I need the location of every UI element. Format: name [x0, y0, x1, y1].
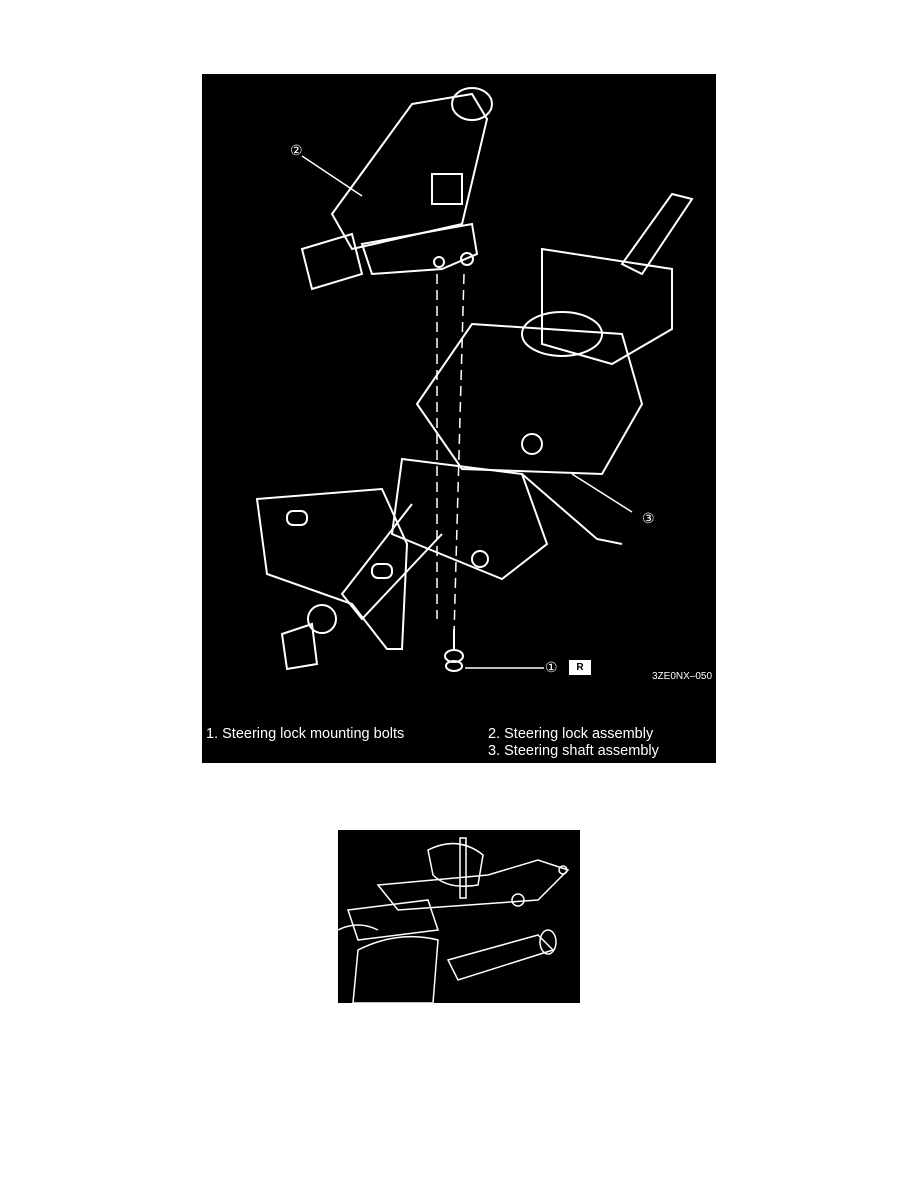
- legend-item-1: 1. Steering lock mounting bolts: [206, 726, 405, 742]
- steering-lock-assembly-drawing: [300, 87, 493, 291]
- steering-shaft-assembly-drawing: [255, 192, 694, 671]
- steering-lock-bolt-removal-photo: [338, 830, 580, 1003]
- callout-3: ③: [642, 510, 655, 526]
- figure-code: 3ZE0NX–050: [652, 671, 713, 682]
- callout-3-leader: [571, 473, 633, 513]
- replace-badge: R: [569, 660, 591, 675]
- callout-1: ①: [545, 659, 558, 675]
- callout-2: ②: [290, 142, 303, 158]
- legend-item-3: 3. Steering shaft assembly: [488, 743, 659, 759]
- bolt-removal-illustration: [338, 837, 570, 1003]
- steering-column-exploded-diagram: ② ③ ① R 3ZE0NX–050 1. Steering lock moun…: [202, 74, 716, 763]
- callout-2-leader: [301, 155, 363, 197]
- steering-column-illustration: [255, 87, 694, 672]
- mounting-bolt-drawing: [444, 629, 464, 672]
- legend-item-2: 2. Steering lock assembly: [488, 726, 654, 742]
